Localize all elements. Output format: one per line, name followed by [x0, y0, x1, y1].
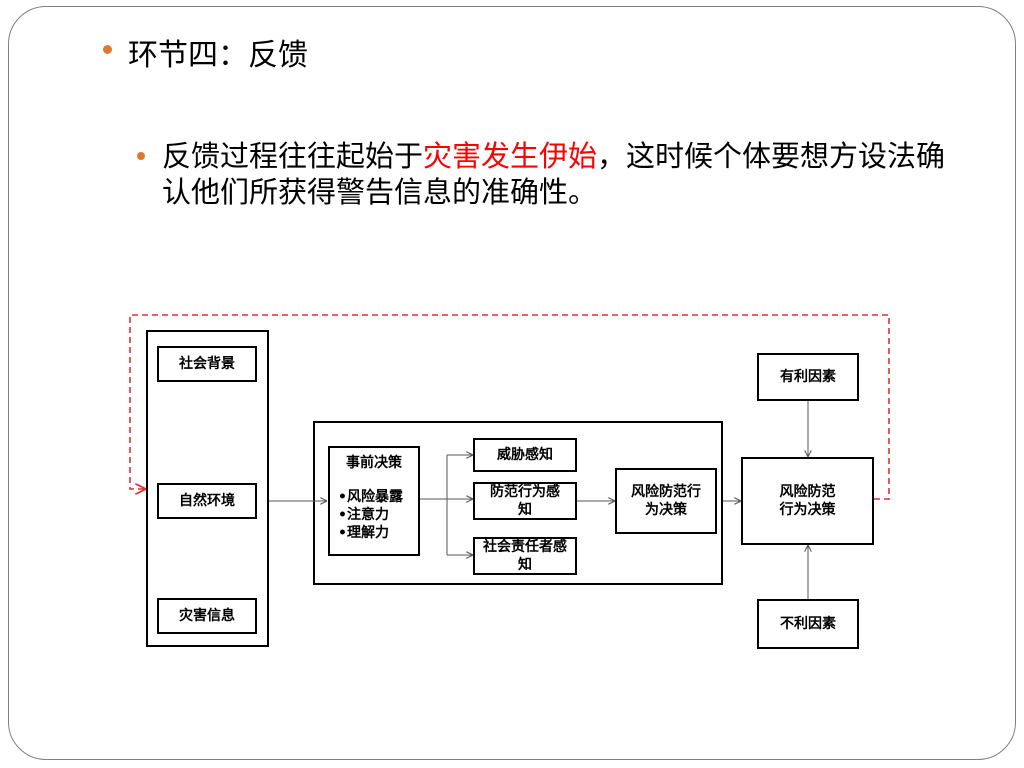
slide-heading: 环节四：反馈	[128, 38, 308, 73]
pre-decision-item: •理解力	[338, 525, 389, 541]
heading-bullet-icon	[103, 45, 112, 54]
body-text-end: ，这时候个体要想方设法确认他们所获得警告信息的准确性。	[162, 139, 946, 209]
body-text-start: 反馈过程往往起始于	[162, 139, 424, 173]
hazard-information-box: 灾害信息	[157, 598, 257, 634]
body-paragraph: 反馈过程往往起始于灾害发生伊始，这时候个体要想方设法确认他们所获得警告信息的准确…	[162, 138, 962, 210]
pre-decision-item: •注意力	[338, 507, 389, 523]
pre-decision-box: 事前决策 •风险暴露 •注意力 •理解力	[328, 446, 420, 556]
action-perception-box: 防范行为感知	[473, 482, 577, 520]
body-text-highlight: 灾害发生伊始	[423, 139, 598, 173]
favorable-factors-box: 有利因素	[757, 353, 859, 401]
threat-perception-box: 威胁感知	[473, 438, 577, 472]
feedback-loop-arrow	[129, 314, 890, 500]
unfavorable-factors-box: 不利因素	[757, 599, 859, 649]
body-bullet-icon	[137, 152, 145, 160]
stakeholder-perception-box: 社会责任者感知	[473, 537, 577, 575]
pre-decision-item: •风险暴露	[338, 489, 403, 505]
outer-decision-box: 风险防范行为决策	[741, 457, 874, 545]
pre-decision-title: 事前决策	[346, 455, 402, 471]
social-background-box: 社会背景	[157, 346, 257, 382]
natural-environment-box: 自然环境	[157, 483, 257, 519]
pre-decision-list: •风险暴露 •注意力 •理解力	[330, 488, 418, 542]
inner-decision-box: 风险防范行为决策	[615, 468, 717, 534]
